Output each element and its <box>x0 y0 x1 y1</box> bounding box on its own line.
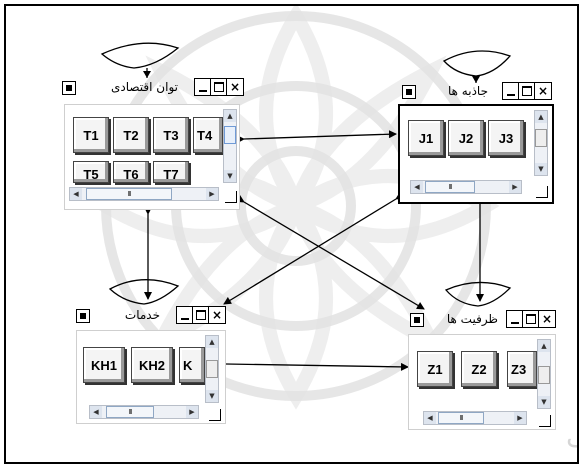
vertical-scrollbar[interactable]: ▲ ▼ <box>205 335 219 403</box>
self-loop-tavan <box>100 42 180 69</box>
scroll-thumb[interactable] <box>224 126 236 144</box>
vertical-scrollbar[interactable]: ▲ ▼ <box>223 109 237 183</box>
self-loop-zarfiyat <box>444 281 512 307</box>
window-content: J1 J2 J3 ▲ ▼ ◀ III ▶ <box>398 104 554 204</box>
close-icon[interactable]: × <box>541 312 553 326</box>
window-menu-icon[interactable] <box>410 313 424 327</box>
node-button-t6[interactable]: T6 <box>113 161 149 183</box>
scroll-left-icon[interactable]: ◀ <box>424 412 436 424</box>
node-button-z3[interactable]: Z3 <box>507 351 537 387</box>
node-button-j2[interactable]: J2 <box>448 120 484 156</box>
window-menu-icon[interactable] <box>62 81 76 95</box>
window-controls: × <box>502 82 552 100</box>
scroll-up-icon[interactable]: ▲ <box>535 111 547 123</box>
window-title: خدمات <box>124 308 160 322</box>
window-title: ظرفیت ها <box>446 312 498 326</box>
connector-tavan-jazebe <box>236 130 397 144</box>
self-loop-khadamat <box>108 279 180 305</box>
window-zarfiyat-ha[interactable]: ظرفیت ها × Z1 Z2 Z3 ▲ ▼ ◀ III ▶ <box>408 310 556 430</box>
scroll-left-icon[interactable]: ◀ <box>70 188 82 200</box>
scroll-thumb[interactable] <box>538 366 550 384</box>
scroll-thumb-h[interactable]: III <box>438 412 484 424</box>
resize-grip-icon[interactable] <box>539 415 551 427</box>
connector-tavan-zarfiyat <box>235 194 425 310</box>
node-button-t3[interactable]: T3 <box>153 117 189 153</box>
window-content: T1 T2 T3 T4 T5 T6 T7 ▲ ▼ ◀ III ▶ <box>64 104 240 210</box>
node-button-kh2[interactable]: KH2 <box>131 347 173 383</box>
node-button-z1[interactable]: Z1 <box>417 351 453 387</box>
close-icon[interactable]: × <box>229 80 241 94</box>
window-titlebar[interactable]: جاذبه ها × <box>398 82 554 104</box>
scroll-left-icon[interactable]: ◀ <box>411 181 423 193</box>
node-button-t1[interactable]: T1 <box>73 117 109 153</box>
scroll-thumb[interactable] <box>206 360 218 378</box>
window-khadamat[interactable]: خدمات × KH1 KH2 K ▲ ▼ ◀ III ▶ <box>72 306 226 424</box>
node-button-j1[interactable]: J1 <box>408 120 444 156</box>
minimize-icon[interactable] <box>195 79 211 95</box>
window-content: KH1 KH2 K ▲ ▼ ◀ III ▶ <box>76 330 226 424</box>
scroll-thumb-h[interactable]: III <box>106 406 154 418</box>
diagram-frame: پژوهشگاه علوم انسانی و مطالعات فرهنگی <box>4 4 579 464</box>
horizontal-scrollbar[interactable]: ◀ III ▶ <box>423 411 527 425</box>
vertical-scrollbar[interactable]: ▲ ▼ <box>534 110 548 176</box>
window-title: جاذبه ها <box>448 84 488 98</box>
close-icon[interactable]: × <box>537 84 549 98</box>
horizontal-scrollbar[interactable]: ◀ III ▶ <box>410 180 522 194</box>
window-tavan-eghtesadi[interactable]: توان اقتصادی × T1 T2 T3 T4 T5 T6 T7 ▲ ▼ … <box>58 78 244 214</box>
scroll-down-icon[interactable]: ▼ <box>538 396 550 408</box>
connections-layer <box>100 42 512 371</box>
node-button-t5[interactable]: T5 <box>73 161 109 183</box>
window-controls: × <box>506 310 556 328</box>
scroll-right-icon[interactable]: ▶ <box>514 412 526 424</box>
node-button-t2[interactable]: T2 <box>113 117 149 153</box>
minimize-icon[interactable] <box>177 307 193 323</box>
scroll-thumb[interactable] <box>535 129 547 147</box>
window-menu-icon[interactable] <box>402 85 416 99</box>
maximize-icon[interactable] <box>523 311 539 327</box>
scroll-right-icon[interactable]: ▶ <box>509 181 521 193</box>
close-icon[interactable]: × <box>211 308 223 322</box>
window-titlebar[interactable]: ظرفیت ها × <box>408 310 556 332</box>
watermark-text: پژوهشگاه علوم انسانی و مطالعات فرهنگی <box>566 418 577 451</box>
maximize-icon[interactable] <box>211 79 227 95</box>
connector-jazebe-khadamat <box>223 191 405 305</box>
resize-grip-icon[interactable] <box>225 191 237 203</box>
node-button-kh1[interactable]: KH1 <box>83 347 125 383</box>
resize-grip-icon[interactable] <box>536 186 548 198</box>
scroll-right-icon[interactable]: ▶ <box>206 188 218 200</box>
window-title: توان اقتصادی <box>111 80 178 94</box>
scroll-right-icon[interactable]: ▶ <box>186 406 198 418</box>
maximize-icon[interactable] <box>519 83 535 99</box>
scroll-down-icon[interactable]: ▼ <box>206 390 218 402</box>
scroll-up-icon[interactable]: ▲ <box>206 336 218 348</box>
scroll-up-icon[interactable]: ▲ <box>224 110 236 122</box>
window-titlebar[interactable]: خدمات × <box>72 306 226 328</box>
horizontal-scrollbar[interactable]: ◀ III ▶ <box>69 187 219 201</box>
vertical-scrollbar[interactable]: ▲ ▼ <box>537 339 551 409</box>
self-loop-jazebe <box>442 50 512 77</box>
node-button-z2[interactable]: Z2 <box>461 351 497 387</box>
scroll-down-icon[interactable]: ▼ <box>535 163 547 175</box>
horizontal-scrollbar[interactable]: ◀ III ▶ <box>89 405 199 419</box>
window-titlebar[interactable]: توان اقتصادی × <box>58 78 244 100</box>
node-button-t7[interactable]: T7 <box>153 161 189 183</box>
minimize-icon[interactable] <box>507 311 523 327</box>
node-button-t4[interactable]: T4 <box>193 117 223 153</box>
window-menu-icon[interactable] <box>76 309 90 323</box>
resize-grip-icon[interactable] <box>209 409 221 421</box>
node-button-k[interactable]: K <box>179 347 205 383</box>
scroll-up-icon[interactable]: ▲ <box>538 340 550 352</box>
window-content: Z1 Z2 Z3 ▲ ▼ ◀ III ▶ <box>408 334 556 430</box>
window-controls: × <box>176 306 226 324</box>
scroll-thumb-h[interactable]: III <box>425 181 475 193</box>
window-jazebe-ha[interactable]: جاذبه ها × J1 J2 J3 ▲ ▼ ◀ III ▶ <box>398 82 554 204</box>
window-controls: × <box>194 78 244 96</box>
maximize-icon[interactable] <box>193 307 209 323</box>
node-button-j3[interactable]: J3 <box>488 120 524 156</box>
minimize-icon[interactable] <box>503 83 519 99</box>
connector-khadamat-zarfiyat <box>218 359 409 371</box>
scroll-down-icon[interactable]: ▼ <box>224 170 236 182</box>
scroll-thumb-h[interactable]: III <box>86 188 172 200</box>
scroll-left-icon[interactable]: ◀ <box>90 406 102 418</box>
